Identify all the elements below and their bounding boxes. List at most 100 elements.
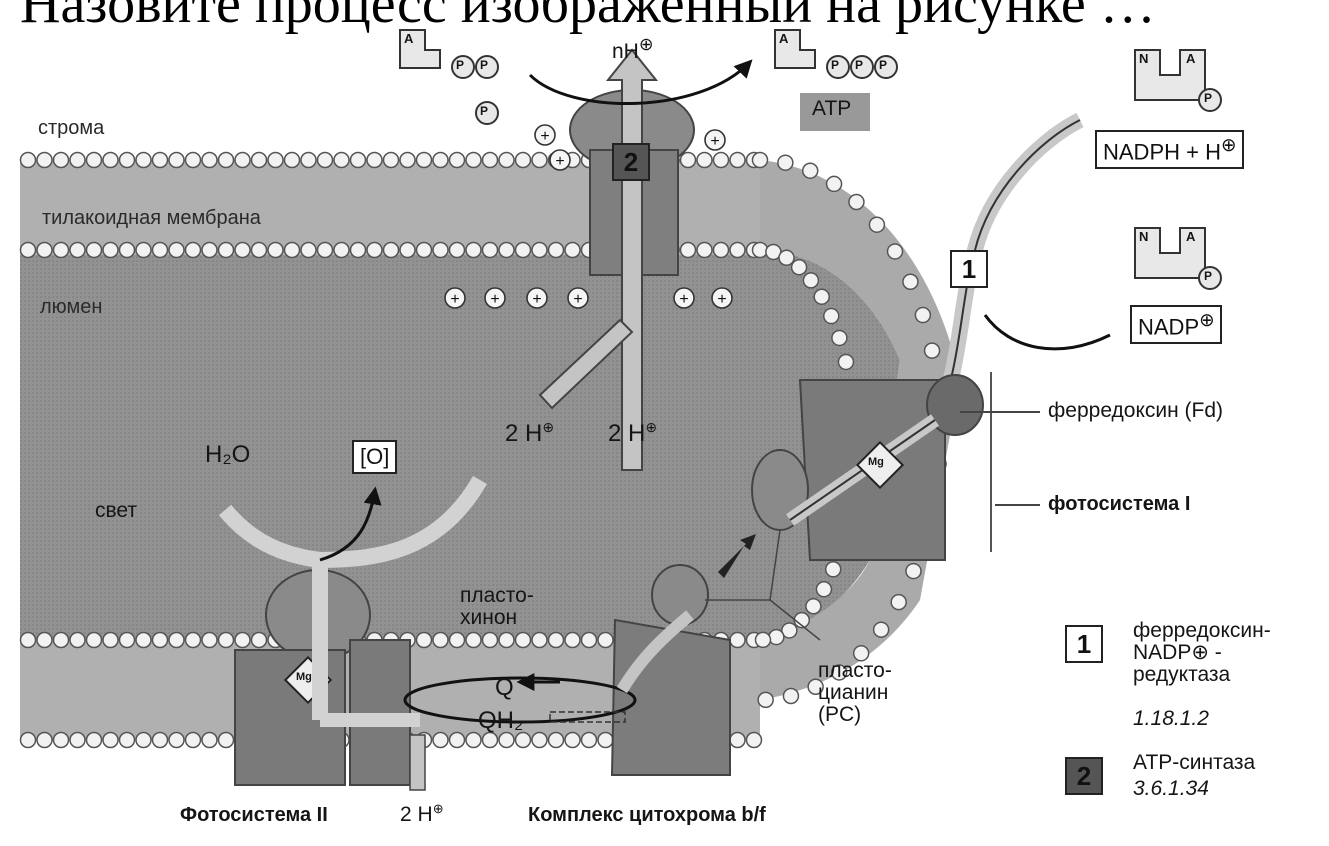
ps2-mg-label: Mg: [296, 671, 312, 683]
lipid-head: [712, 241, 730, 259]
lipid-head: [831, 329, 848, 347]
lipid-head: [448, 241, 466, 259]
atp-a-letter: A: [779, 31, 789, 46]
pc-direction-arrow: [718, 534, 756, 578]
legend-name-2: ATP-синтаза: [1133, 751, 1256, 774]
page-title: Назовите процесс изображенный на рисунке…: [20, 0, 1156, 35]
lipid-head: [580, 631, 598, 649]
lipid-head: [751, 241, 769, 259]
nadp-label: NADP⊕: [1130, 305, 1223, 345]
lipid-head: [801, 162, 819, 179]
two-h-right: 2 H⊕: [608, 419, 658, 447]
lipid-head: [316, 241, 334, 259]
lipid-head: [531, 151, 548, 169]
atp-label-bg: [800, 93, 870, 131]
lipid-head: [902, 273, 919, 291]
lipid-head: [852, 645, 870, 662]
lipid-head: [69, 731, 86, 749]
lipid-head: [267, 151, 284, 169]
lipid-head: [382, 151, 400, 169]
lipid-head: [498, 631, 515, 649]
lipid-head: [52, 731, 70, 749]
membrane-label: тилакоидная мембрана: [42, 207, 261, 229]
lipid-head: [781, 622, 798, 639]
lipid-head: [514, 241, 532, 259]
proton-plus-sign: +: [450, 291, 459, 308]
lipid-head: [151, 731, 169, 749]
lipid-head: [531, 241, 548, 259]
lipid-head: [52, 631, 70, 649]
lipid-head: [52, 241, 70, 259]
lipid-head: [19, 631, 37, 649]
lipid-head: [745, 731, 763, 749]
lipid-head: [498, 151, 515, 169]
lipid-head: [118, 241, 136, 259]
lipid-head: [168, 731, 185, 749]
lipid-head: [848, 193, 865, 211]
two-h-left: 2 H⊕: [505, 419, 555, 447]
lipid-head: [184, 631, 202, 649]
lipid-head: [778, 249, 795, 266]
lipid-head: [830, 664, 848, 681]
lipid-head: [802, 272, 820, 289]
lipid-head: [69, 631, 86, 649]
lipid-head: [36, 151, 53, 169]
nadph-n-letter: N: [1139, 51, 1149, 66]
proton-top-label: nH⊕: [612, 34, 654, 63]
lipid-head: [547, 731, 565, 749]
proton-plus-sign: +: [679, 291, 688, 308]
lipid-head: [102, 631, 119, 649]
lipid-head: [184, 241, 202, 259]
lipid-head: [217, 241, 235, 259]
lipid-head: [712, 151, 730, 169]
lipid-head: [890, 593, 907, 611]
nadph-p: P: [1204, 91, 1213, 105]
lipid-head: [36, 631, 53, 649]
lipid-head: [19, 731, 37, 749]
adp-p2: P: [480, 58, 489, 72]
bottom-proton-arrow: [409, 734, 426, 791]
qh2-dashes: [549, 711, 626, 723]
lipid-head: [679, 241, 697, 259]
lipid-head: [333, 241, 350, 259]
cytochrome-bf-label: Комплекс цитохрома b/f: [528, 804, 766, 826]
lipid-head: [283, 151, 301, 169]
water-arrow: [218, 504, 328, 720]
lipid-head: [217, 731, 235, 749]
lumen-region: [20, 250, 900, 640]
lipid-head: [886, 243, 904, 260]
proton-circle: [673, 287, 695, 309]
nadp-glyph: [1134, 227, 1222, 290]
lipid-head: [823, 307, 840, 325]
lipid-head: [201, 631, 218, 649]
lipid-head: [135, 241, 152, 259]
adp-p1: P: [456, 58, 465, 72]
nadph-label: NADPH + H⊕: [1095, 130, 1245, 170]
lipid-head: [69, 241, 86, 259]
atp-synthase-number: 2: [612, 143, 650, 181]
lipid-head: [333, 151, 350, 169]
lipid-head: [201, 151, 218, 169]
proton-circle: [534, 124, 556, 146]
lipid-head: [754, 631, 772, 649]
lipid-head: [824, 561, 842, 578]
lipid-head: [234, 151, 251, 169]
lipid-head: [448, 631, 466, 649]
lipid-head: [316, 151, 334, 169]
lipid-head: [184, 731, 202, 749]
lipid-head: [415, 151, 433, 169]
lipid-head: [151, 631, 169, 649]
lipid-head: [118, 631, 136, 649]
lipid-head: [782, 687, 800, 705]
lipid-head: [349, 151, 367, 169]
lipid-head: [564, 631, 581, 649]
lipid-head: [837, 353, 855, 371]
light-label: свет: [95, 499, 138, 522]
lipid-head: [168, 631, 185, 649]
nadp-n-letter: N: [1139, 229, 1149, 244]
lipid-head: [872, 621, 890, 638]
ps1-bracket: [990, 372, 992, 552]
lipid-head: [201, 731, 218, 749]
lipid-head: [102, 151, 119, 169]
lipid-head: [905, 562, 922, 580]
